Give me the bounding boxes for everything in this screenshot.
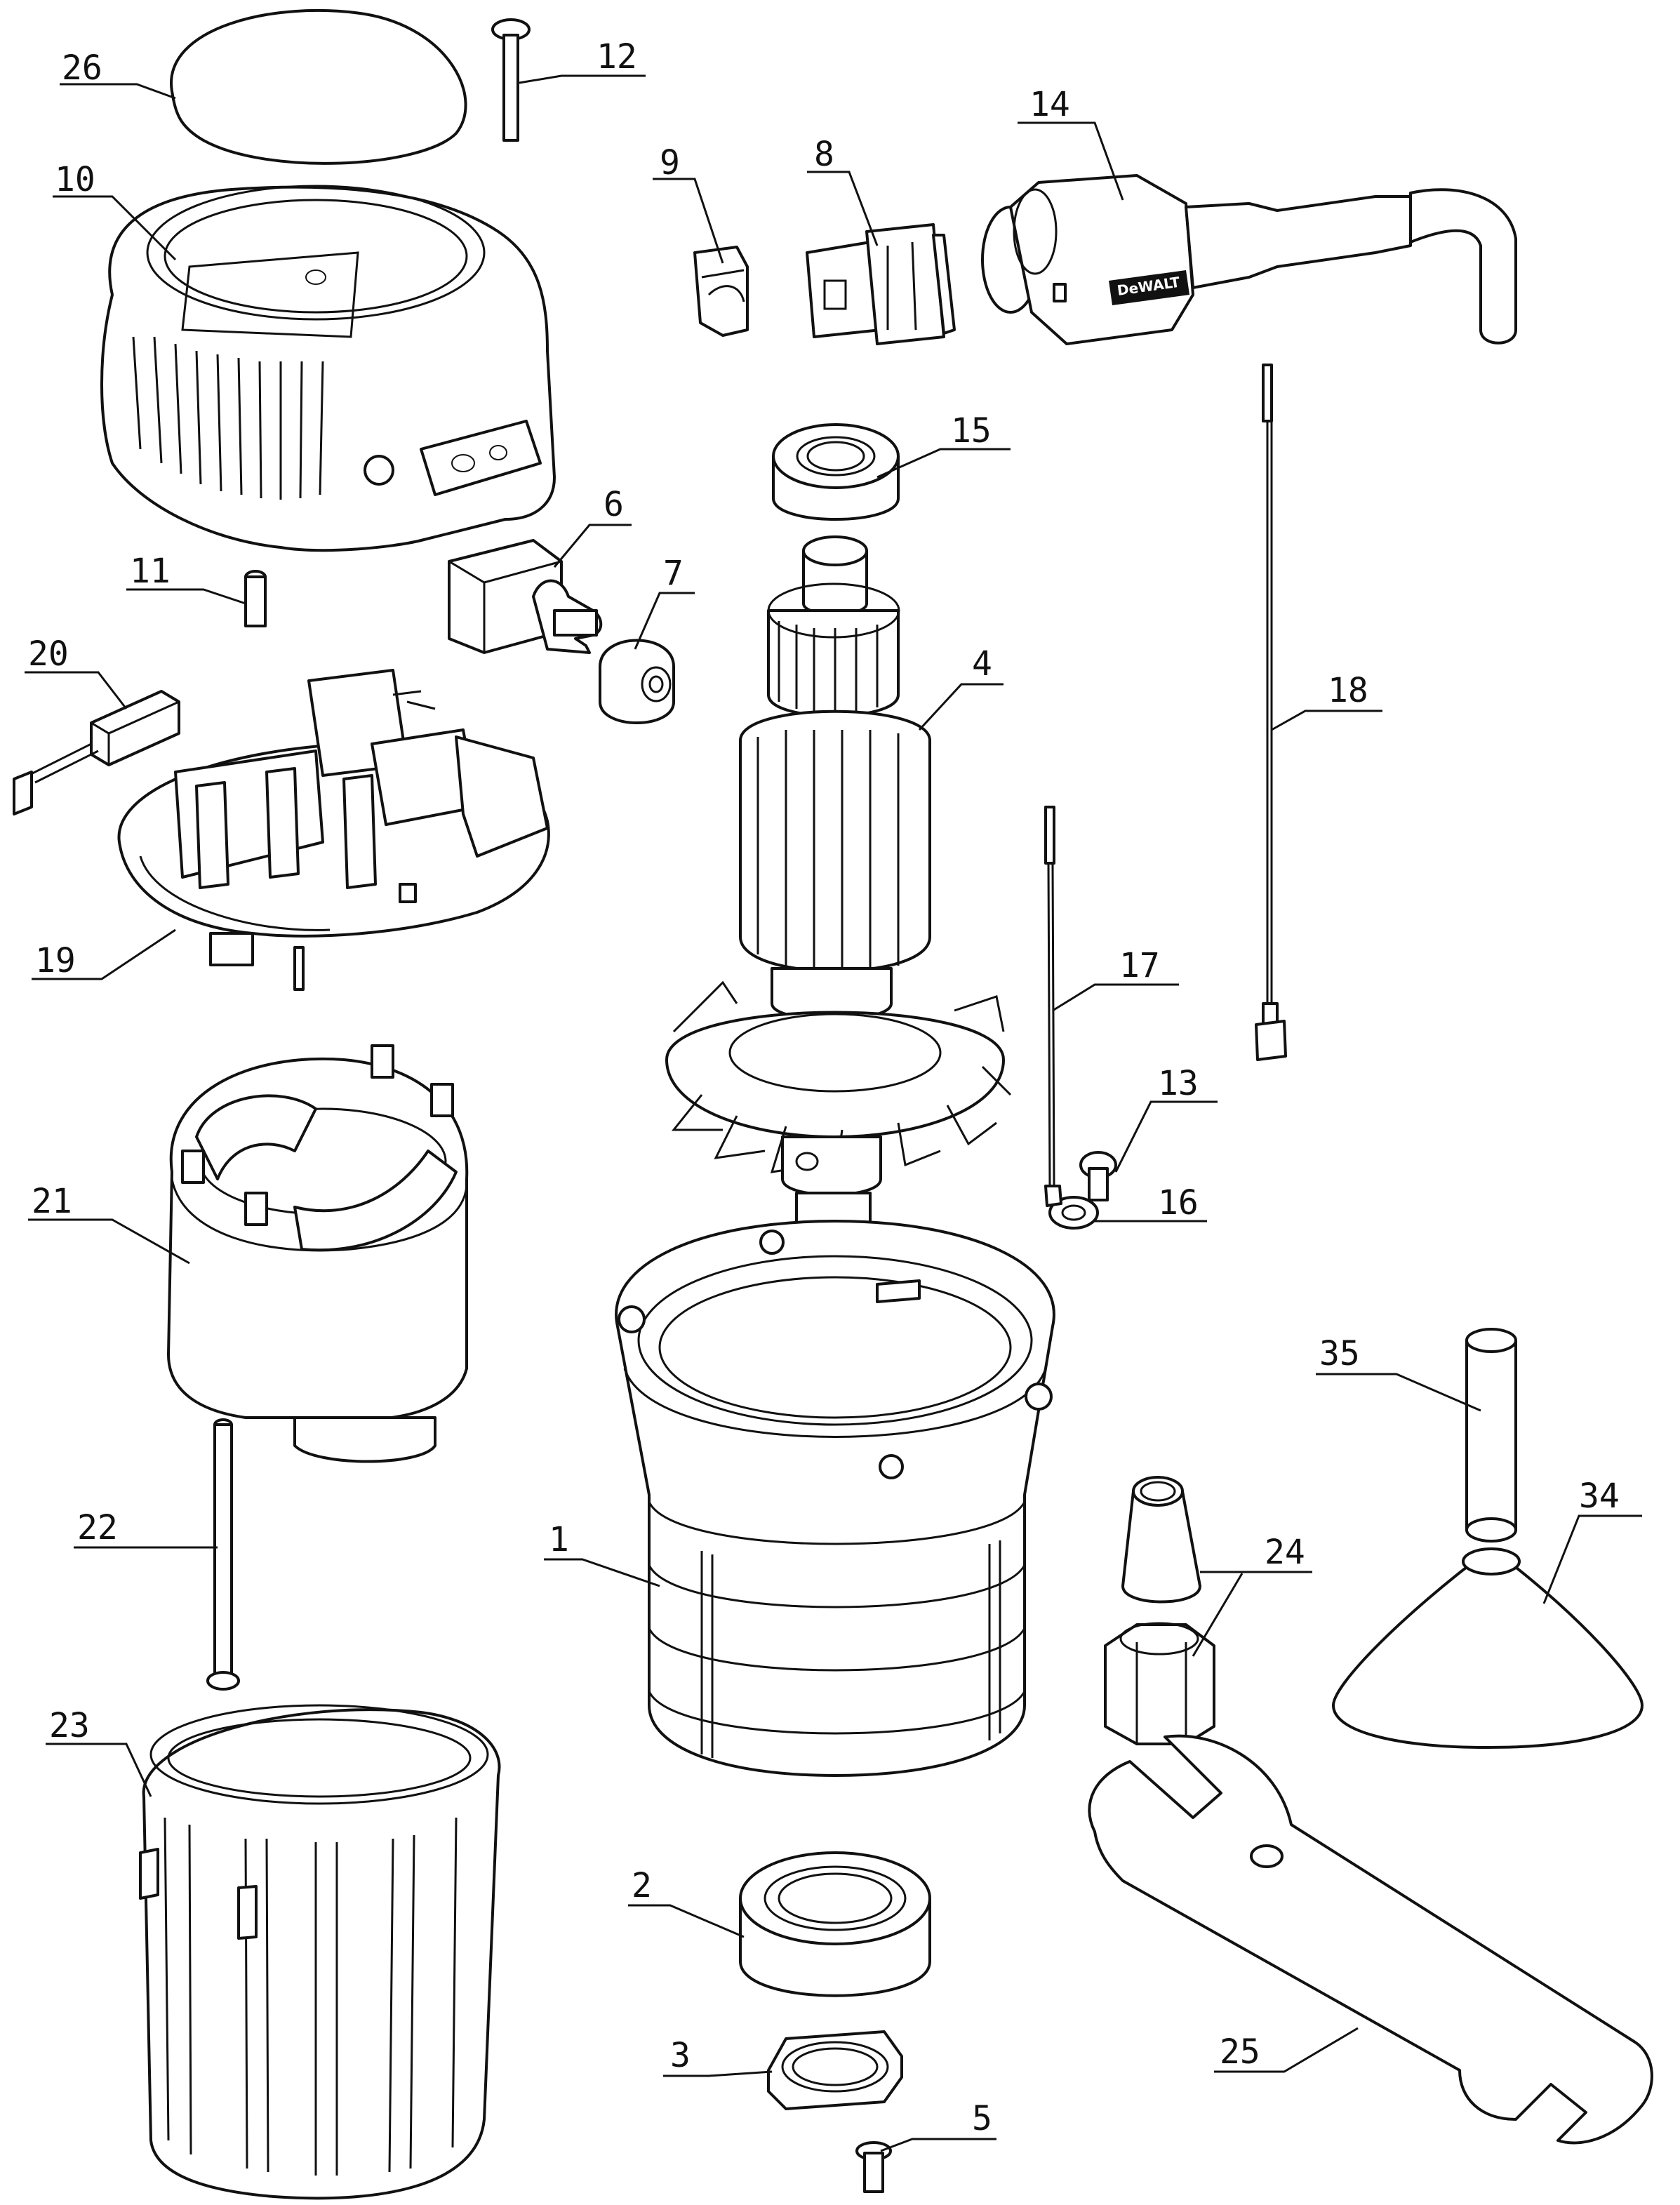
callout-label-16: 16 — [1158, 1183, 1199, 1223]
callout-label-4: 4 — [972, 644, 992, 684]
callout-2: 2 — [628, 1866, 745, 1938]
callout-label-11: 11 — [130, 552, 171, 591]
callout-10: 10 — [53, 160, 177, 261]
part-17-lead-wire — [1044, 806, 1055, 1187]
callout-label-17: 17 — [1119, 946, 1160, 985]
part-5-screw — [855, 2141, 892, 2193]
callout-label-9: 9 — [660, 143, 680, 182]
part-4-armature — [665, 535, 1012, 1253]
part-15-bearing — [772, 423, 900, 521]
callout-label-7: 7 — [663, 554, 684, 593]
callout-label-22: 22 — [77, 1508, 118, 1547]
part-9-switch-clip — [693, 246, 749, 337]
part-18-lead-wire — [1255, 364, 1287, 1061]
callout-22: 22 — [74, 1508, 218, 1549]
part-12-screw — [491, 18, 531, 142]
callout-18: 18 — [1271, 671, 1382, 731]
callout-26: 26 — [60, 48, 176, 100]
callout-8: 8 — [807, 135, 879, 246]
part-13-screw — [1079, 1151, 1117, 1201]
part-8-cord-connector — [806, 223, 956, 345]
part-7-knob — [599, 639, 675, 724]
callout-11: 11 — [126, 552, 246, 605]
part-11-pin — [244, 570, 267, 627]
callout-12: 12 — [519, 37, 646, 84]
part-14-power-cord: DeWALT — [981, 174, 1517, 345]
callout-label-24: 24 — [1265, 1533, 1305, 1572]
callout-14: 14 — [1018, 85, 1124, 201]
callout-13: 13 — [1114, 1064, 1218, 1173]
callout-19: 19 — [32, 928, 176, 980]
callout-label-34: 34 — [1579, 1477, 1620, 1516]
part-35-rod — [1465, 1328, 1517, 1543]
callout-15: 15 — [876, 411, 1011, 479]
callout-20: 20 — [25, 634, 128, 710]
callout-34: 34 — [1542, 1477, 1642, 1604]
part-21-field — [167, 1044, 469, 1463]
part-25-wrench — [1088, 1734, 1653, 2145]
part-22-long-screw — [206, 1418, 240, 1691]
callout-label-20: 20 — [28, 634, 69, 674]
callout-6: 6 — [553, 485, 632, 568]
part-6-switch — [448, 539, 603, 654]
callout-23: 23 — [46, 1706, 152, 1797]
callout-3: 3 — [663, 2036, 773, 2077]
callout-label-5: 5 — [972, 2099, 992, 2138]
callout-24: 24 — [1192, 1533, 1312, 1657]
part-26-label-disc — [170, 9, 467, 165]
callout-label-8: 8 — [814, 135, 834, 174]
callout-16: 16 — [1095, 1183, 1207, 1223]
callout-label-35: 35 — [1319, 1334, 1360, 1373]
part-34-cone — [1332, 1547, 1644, 1749]
callout-7: 7 — [634, 554, 695, 650]
part-16-ring-terminal — [1044, 1185, 1099, 1230]
callout-label-14: 14 — [1029, 85, 1070, 124]
callout-label-15: 15 — [951, 411, 992, 451]
part-20-brush-lead — [13, 690, 180, 815]
callout-9: 9 — [653, 143, 724, 264]
callout-5: 5 — [880, 2099, 996, 2152]
callout-label-21: 21 — [32, 1182, 72, 1221]
callout-17: 17 — [1052, 946, 1179, 1012]
part-24-collet — [1104, 1476, 1215, 1745]
callout-label-6: 6 — [604, 485, 624, 524]
callout-label-23: 23 — [49, 1706, 90, 1745]
part-23-baffle — [139, 1704, 501, 2200]
callout-label-10: 10 — [55, 160, 95, 199]
callout-label-19: 19 — [35, 941, 76, 980]
callout-label-18: 18 — [1328, 671, 1368, 710]
callout-label-25: 25 — [1220, 2032, 1260, 2072]
callout-label-26: 26 — [62, 48, 102, 88]
callout-label-3: 3 — [670, 2036, 691, 2075]
callout-35: 35 — [1316, 1334, 1481, 1412]
callout-25: 25 — [1214, 2027, 1359, 2073]
callout-1: 1 — [544, 1520, 660, 1587]
part-19-brush-holder — [117, 669, 550, 991]
callout-label-13: 13 — [1158, 1064, 1199, 1103]
part-10-motor-cover — [100, 185, 556, 552]
callout-label-2: 2 — [632, 1866, 652, 1905]
part-2-bearing — [739, 1851, 931, 1997]
part-3-nut — [767, 2030, 903, 2110]
callout-label-1: 1 — [549, 1520, 569, 1559]
callout-label-12: 12 — [596, 37, 637, 76]
callout-4: 4 — [918, 644, 1004, 731]
callout-21: 21 — [28, 1182, 190, 1265]
part-1-motor-housing — [615, 1220, 1055, 1777]
